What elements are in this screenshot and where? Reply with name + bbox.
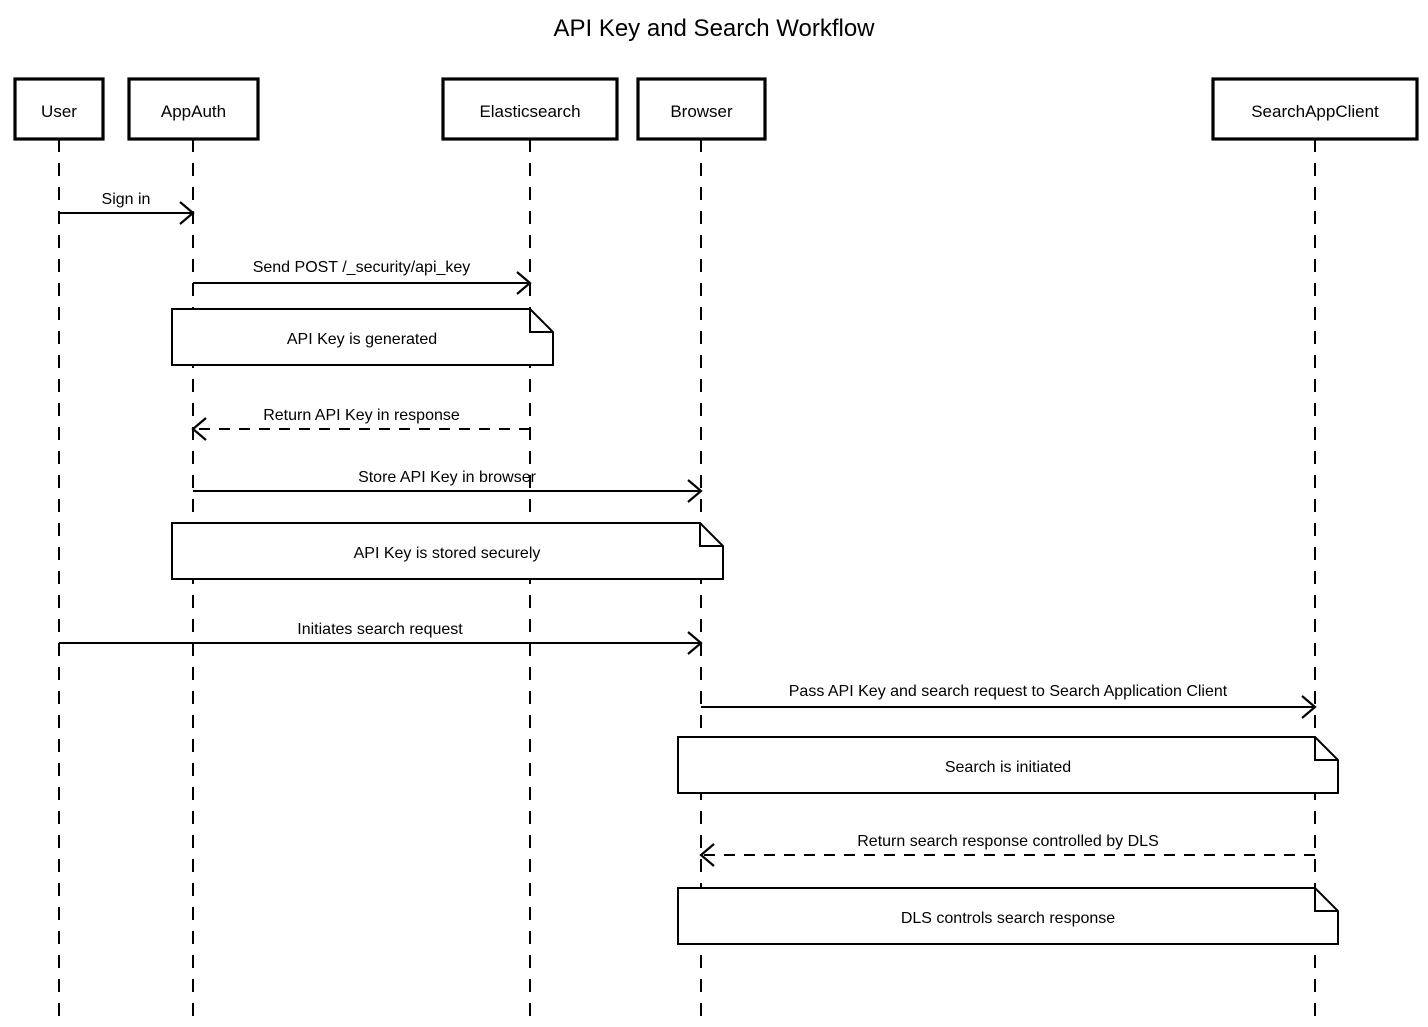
arrow-head-msg-initiates-search: [687, 631, 703, 655]
note-body-note-dls-controls[interactable]: [677, 887, 1339, 945]
participant-elastic[interactable]: Elasticsearch: [441, 77, 619, 141]
arrow-head-msg-send-post: [516, 271, 532, 295]
arrow-head-msg-return-api-key: [191, 417, 207, 441]
note-note-api-key-stored[interactable]: API Key is stored securely: [171, 522, 724, 580]
message-label-msg-send-post: Send POST /_security/api_key: [253, 259, 471, 276]
participant-label-user: User: [41, 102, 77, 121]
note-note-dls-controls[interactable]: DLS controls search response: [677, 887, 1339, 945]
arrow-head-msg-store-api-key: [687, 479, 703, 503]
message-msg-initiates-search[interactable]: Initiates search request: [59, 621, 703, 655]
participant-box-elastic[interactable]: [441, 77, 619, 141]
message-msg-sign-in[interactable]: Sign in: [59, 191, 195, 225]
note-note-search-initiated[interactable]: Search is initiated: [677, 736, 1339, 794]
note-label-note-search-initiated: Search is initiated: [945, 759, 1071, 776]
note-label-note-api-key-stored: API Key is stored securely: [354, 545, 541, 562]
note-fold-icon-note-api-key-stored: [699, 523, 723, 547]
participant-box-appauth[interactable]: [127, 77, 260, 141]
page-title: API Key and Search Workflow: [553, 15, 875, 42]
message-label-msg-initiates-search: Initiates search request: [297, 621, 463, 638]
messages-group: Sign in Send POST /_security/api_keyRetur…: [59, 191, 1317, 867]
note-body-note-search-initiated[interactable]: [677, 736, 1339, 794]
message-label-msg-sign-in: Sign in: [102, 191, 151, 208]
note-body-note-api-key-stored[interactable]: [171, 522, 724, 580]
note-fold-icon-note-search-initiated: [1314, 737, 1338, 761]
lifelines-group: [58, 139, 1316, 1027]
participants-group: User AppAuth Elasticsearch Browser SearchApp…: [13, 77, 1419, 141]
message-msg-send-post[interactable]: Send POST /_security/api_key: [193, 259, 532, 295]
note-fold-icon-note-dls-controls: [1314, 888, 1338, 912]
participant-box-user[interactable]: [13, 77, 105, 141]
participant-appauth[interactable]: AppAuth: [127, 77, 260, 141]
arrow-head-msg-return-search-response: [699, 843, 715, 867]
participant-label-elastic: Elasticsearch: [479, 102, 580, 121]
message-label-msg-return-search-response: Return search response controlled by DLS: [857, 833, 1159, 850]
participant-user[interactable]: User: [13, 77, 105, 141]
participant-sacclient[interactable]: SearchAppClient: [1211, 77, 1419, 141]
participant-box-sacclient[interactable]: [1211, 77, 1419, 141]
participant-box-browser[interactable]: [636, 77, 767, 141]
message-label-msg-store-api-key: Store API Key in browser: [358, 469, 537, 486]
arrow-head-msg-sign-in: [179, 201, 195, 225]
participant-browser[interactable]: Browser: [636, 77, 767, 141]
note-label-note-api-key-generated: API Key is generated: [287, 331, 437, 348]
message-msg-pass-api-key[interactable]: Pass API Key and search request to Searc…: [701, 683, 1317, 719]
note-fold-icon-note-api-key-generated: [529, 309, 553, 333]
participant-label-sacclient: SearchAppClient: [1251, 102, 1379, 121]
message-label-msg-return-api-key: Return API Key in response: [263, 407, 460, 424]
message-label-msg-pass-api-key: Pass API Key and search request to Searc…: [789, 683, 1228, 700]
participant-label-appauth: AppAuth: [161, 102, 226, 121]
note-label-note-dls-controls: DLS controls search response: [901, 910, 1115, 927]
message-msg-return-search-response[interactable]: Return search response controlled by DLS: [699, 833, 1315, 867]
message-msg-store-api-key[interactable]: Store API Key in browser: [193, 469, 703, 503]
note-body-note-api-key-generated[interactable]: [171, 308, 554, 366]
participant-label-browser: Browser: [670, 102, 733, 121]
arrow-head-msg-pass-api-key: [1301, 695, 1317, 719]
message-msg-return-api-key[interactable]: Return API Key in response: [191, 407, 530, 441]
note-note-api-key-generated[interactable]: API Key is generated: [171, 308, 554, 366]
